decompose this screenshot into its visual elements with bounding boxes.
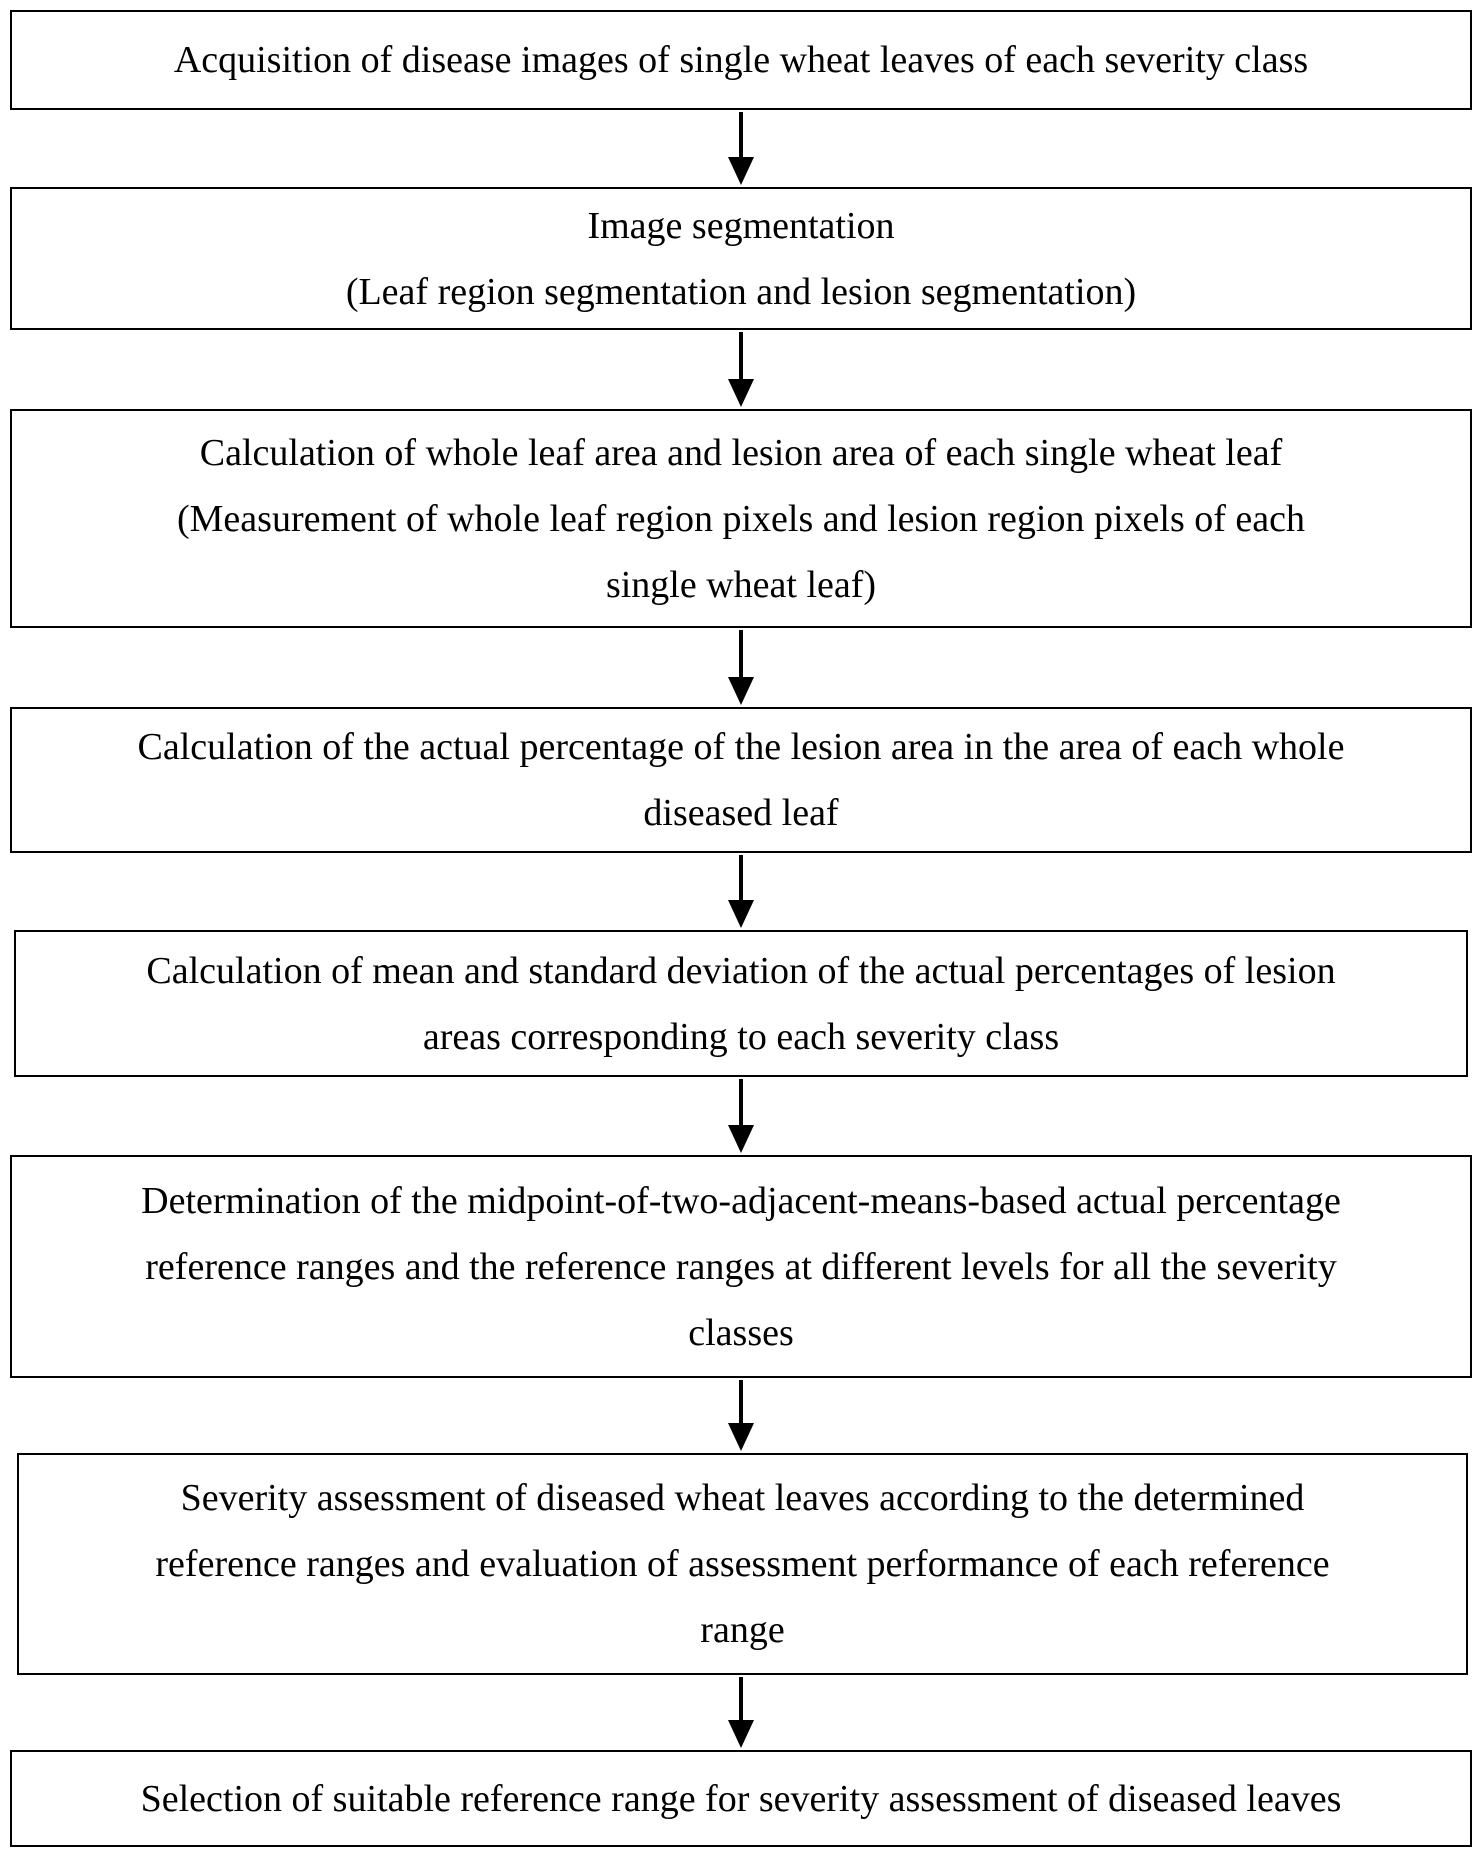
arrow-3-head [728, 677, 754, 705]
step-4-line-1: Calculation of the actual percentage of … [137, 726, 1345, 768]
step-7-line-2: reference ranges and evaluation of asses… [155, 1543, 1330, 1585]
step-7-line-1: Severity assessment of diseased wheat le… [180, 1477, 1305, 1519]
step-7-severity-assessment: Severity assessment of diseased wheat le… [17, 1453, 1468, 1675]
step-2-image-segmentation: Image segmentation (Leaf region segmenta… [10, 187, 1472, 330]
step-3-line-3: single wheat leaf) [605, 563, 877, 606]
step-7-line-3: range [700, 1609, 785, 1651]
arrow-4-head [728, 900, 754, 928]
arrow-2-head [728, 379, 754, 407]
step-8-line-1: Selection of suitable reference range fo… [140, 1777, 1342, 1820]
step-6-line-1: Determination of the midpoint-of-two-adj… [141, 1179, 1341, 1222]
step-3-line-1: Calculation of whole leaf area and lesio… [199, 431, 1283, 474]
step-6-line-2: reference ranges and the reference range… [145, 1245, 1337, 1288]
arrow-7-head [728, 1720, 754, 1748]
step-1-image-acquisition: Acquisition of disease images of single … [10, 10, 1472, 110]
step-5-mean-std-calculation: Calculation of mean and standard deviati… [14, 930, 1468, 1077]
arrow-5-head [728, 1125, 754, 1153]
step-6-line-3: classes [688, 1311, 794, 1354]
step-5-line-1: Calculation of mean and standard deviati… [146, 949, 1336, 992]
arrow-1-head [728, 157, 754, 185]
step-6-reference-range-determination: Determination of the midpoint-of-two-adj… [10, 1155, 1472, 1378]
step-2-line-2: (Leaf region segmentation and lesion seg… [345, 270, 1137, 313]
step-3-area-calculation: Calculation of whole leaf area and lesio… [10, 409, 1472, 628]
step-5-line-2: areas corresponding to each severity cla… [422, 1015, 1060, 1058]
step-4-percentage-calculation: Calculation of the actual percentage of … [10, 707, 1472, 853]
step-4-line-2: diseased leaf [643, 792, 839, 834]
step-8-reference-range-selection: Selection of suitable reference range fo… [10, 1750, 1472, 1847]
step-3-line-2: (Measurement of whole leaf region pixels… [176, 497, 1305, 540]
step-2-line-1: Image segmentation [587, 204, 895, 247]
arrow-6-head [728, 1423, 754, 1451]
step-1-line-1: Acquisition of disease images of single … [173, 39, 1309, 81]
